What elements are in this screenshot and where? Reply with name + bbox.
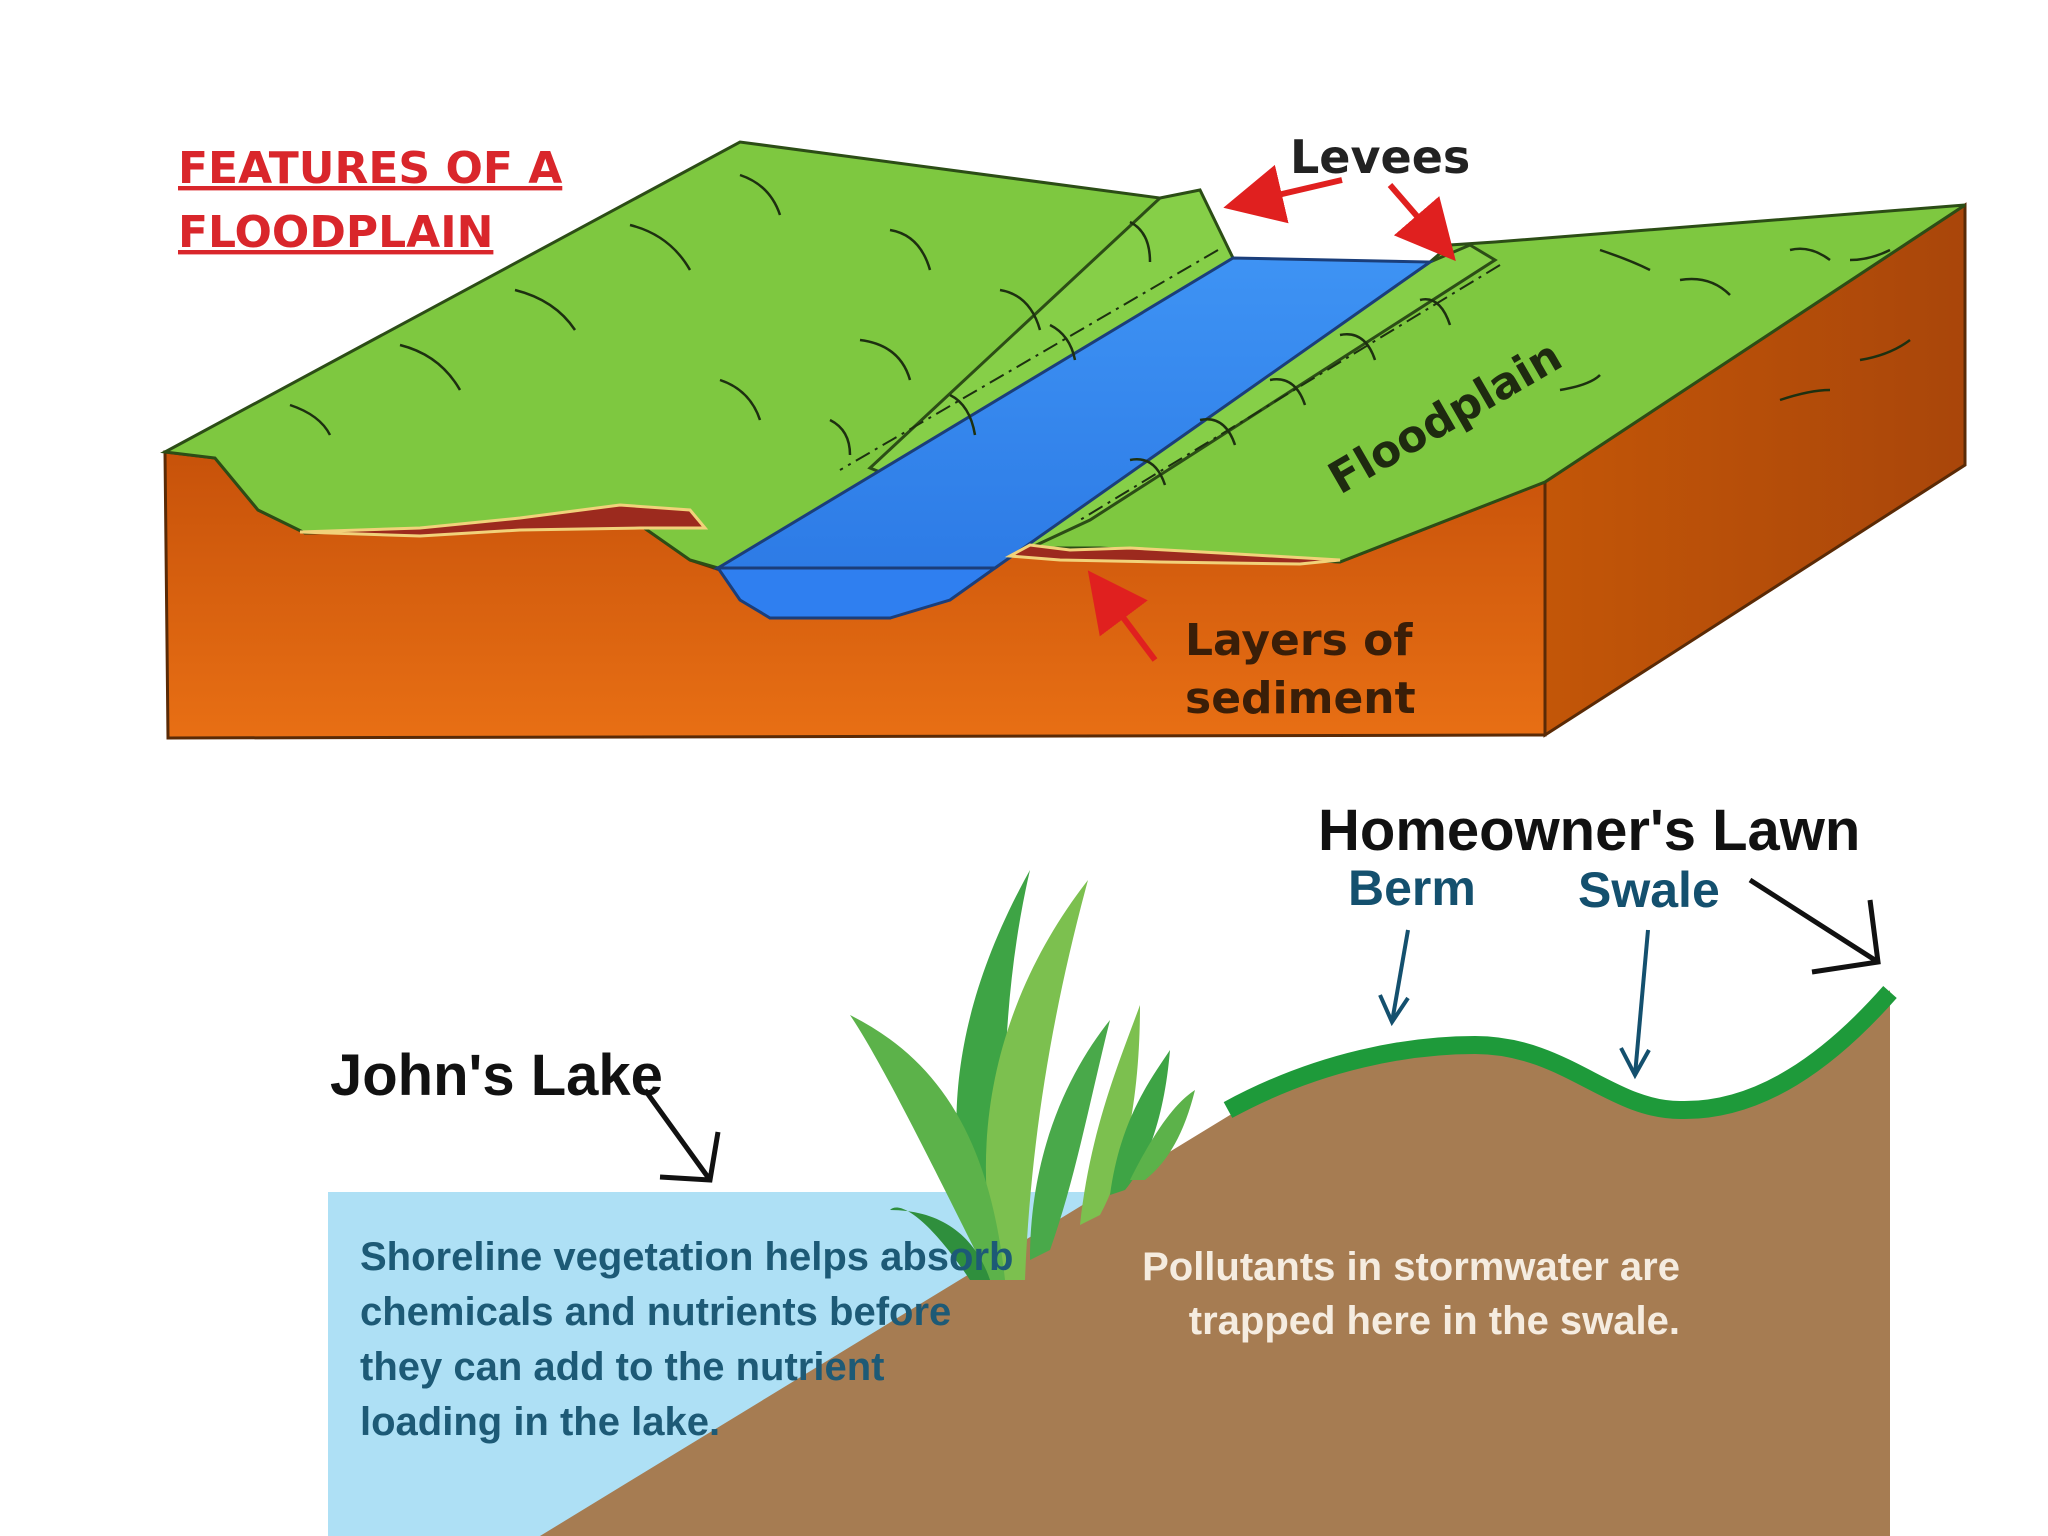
johns-lake-label: John's Lake (330, 1043, 663, 1108)
shore-text-line4: loading in the lake. (360, 1400, 720, 1444)
boundary-line-left (839, 249, 1219, 471)
sediment-label-line2: sediment (1185, 673, 1416, 724)
swale-label: Swale (1578, 862, 1720, 918)
boundary-line-right (1079, 264, 1501, 521)
levee-arrow-left (1223, 164, 1343, 224)
pollutant-text-line2: trapped here in the swale. (1189, 1299, 1680, 1343)
shore-text-line2: chemicals and nutrients before (360, 1290, 951, 1334)
ground-soil (540, 990, 1890, 1536)
sediment-right (1004, 543, 1341, 566)
floodplain-title-line1: FEATURES OF A (178, 143, 562, 194)
levees-label: Levees (1290, 130, 1470, 184)
slope-hachures (289, 173, 1911, 486)
swale-arrow (1619, 929, 1651, 1080)
river-channel (715, 566, 1000, 620)
pollutant-text-line1: Pollutants in stormwater are (1142, 1245, 1680, 1289)
berm-arrow (1378, 929, 1410, 1027)
homeowners-lawn-label: Homeowner's Lawn (1318, 798, 1860, 863)
floodplain-diagram: FEATURES OF A FLOODPLAIN Levees Floodpla… (160, 130, 1967, 740)
sediment-arrow (1087, 570, 1158, 662)
sediment-label-line1: Layers of (1185, 615, 1413, 666)
lawn-strip (1223, 986, 1897, 1120)
lake-diagram: John's Lake Homeowner's Lawn Berm Swale … (328, 798, 1897, 1536)
lawn-arrow (1748, 877, 1881, 975)
shore-text-line1: Shoreline vegetation helps absorb (360, 1235, 1013, 1279)
floodplain-title-line2: FLOODPLAIN (178, 207, 493, 258)
shore-text-line3: they can add to the nutrient (360, 1345, 884, 1389)
left-floodplain-surface (160, 140, 1236, 570)
johns-lake-arrow (642, 1088, 721, 1183)
shoreline-plants (850, 870, 1195, 1280)
sediment-left (299, 503, 709, 538)
levee-arrow-right (1387, 183, 1456, 262)
berm-label: Berm (1348, 860, 1476, 916)
